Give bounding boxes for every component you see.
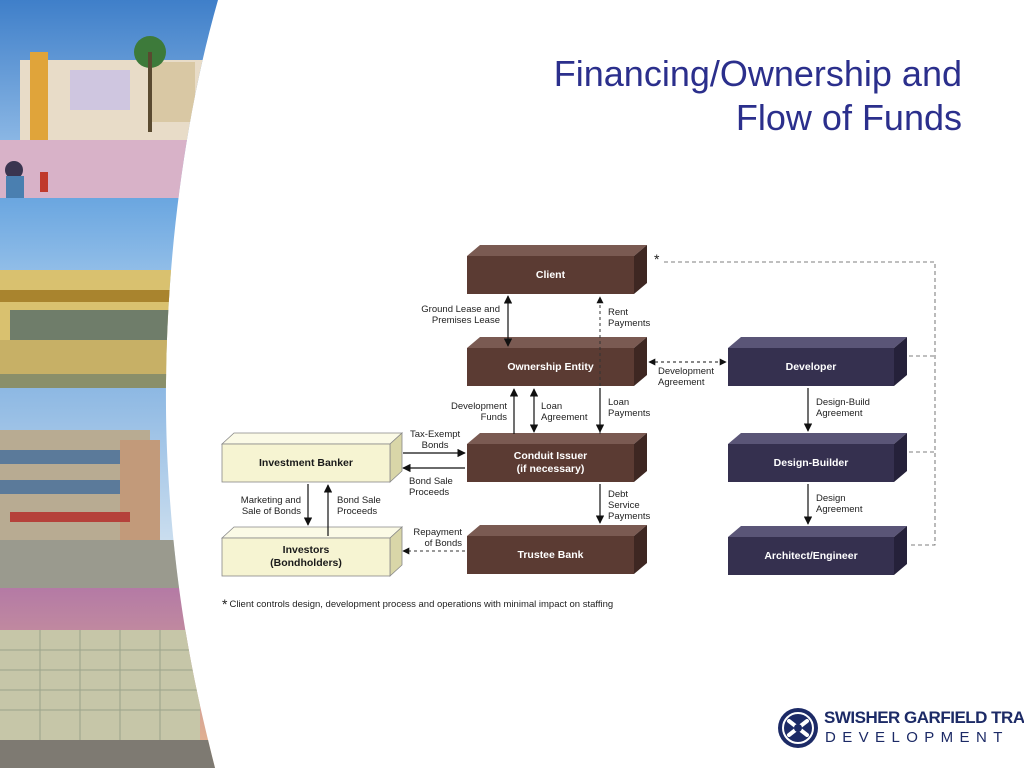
repayment-label: Repayment of Bonds: [400, 527, 462, 549]
logo-name: SWISHER GARFIELD TRAUB: [824, 708, 1024, 727]
slide-title-line-1: Financing/Ownership and: [553, 53, 962, 94]
footnote-text: Client controls design, development proc…: [229, 599, 614, 610]
client-asterisk: *: [654, 251, 660, 267]
marketing-sale-label: Marketing and Sale of Bonds: [222, 495, 301, 517]
building-photo-collage: [0, 0, 240, 768]
debt-service-label-line-2: Service: [608, 500, 640, 511]
architect-engineer-box: Architect/Engineer: [728, 537, 894, 575]
development-agreement-label: Development Agreement: [658, 366, 714, 388]
slide-title: Financing/Ownership and Flow of Funds: [442, 52, 962, 140]
bond-sale-proceeds-right-label-line-1: Bond Sale: [409, 476, 453, 487]
logo-tagline: DEVELOPMENT: [825, 729, 1009, 746]
investment-banker-box: Investment Banker: [222, 444, 390, 482]
conduit-issuer-box: Conduit Issuer (if necessary): [467, 444, 634, 482]
repayment-label-line-2: of Bonds: [424, 538, 463, 549]
bond-sale-proceeds-left-label-line-1: Bond Sale: [337, 495, 381, 506]
investment-banker-label: Investment Banker: [259, 456, 353, 469]
ownership-entity-box: Ownership Entity: [467, 348, 634, 386]
development-funds-label: Development Funds: [436, 401, 507, 423]
bond-sale-proceeds-right-label-line-2: Proceeds: [409, 487, 450, 498]
ground-lease-label: Ground Lease and Premises Lease: [400, 304, 500, 326]
developer-label: Developer: [785, 360, 837, 373]
footnote-asterisk: *: [222, 596, 228, 612]
design-builder-box: Design-Builder: [728, 444, 894, 482]
developer-box: Developer: [728, 348, 894, 386]
loan-agreement-label-line-2: Agreement: [541, 412, 588, 423]
conduit-issuer-label: Conduit Issuer: [513, 450, 588, 462]
marketing-sale-label-line-2: Sale of Bonds: [241, 506, 301, 517]
loan-payments-label: Loan Payments: [608, 397, 650, 419]
tax-exempt-bonds-label-line-2: Bonds: [421, 440, 449, 451]
conduit-issuer-sublabel: (if necessary): [516, 463, 585, 475]
design-build-agreement-label-line-1: Design-Build: [816, 397, 870, 408]
ownership-entity-label: Ownership Entity: [507, 360, 594, 373]
client-box-shape: [467, 245, 647, 294]
company-logo: SWISHER GARFIELD TRAUB DEVELOPMENT: [776, 704, 1024, 752]
client-box: Client: [467, 256, 634, 294]
design-build-agreement-label: Design-Build Agreement: [816, 397, 870, 419]
loan-payments-label-line-2: Payments: [608, 408, 651, 419]
design-agreement-label-line-2: Agreement: [816, 504, 863, 515]
design-builder-label: Design-Builder: [773, 456, 849, 469]
rent-payments-label-line-1: Rent: [608, 307, 629, 318]
design-agreement-label: Design Agreement: [816, 493, 862, 515]
developer-box-shape: [728, 337, 907, 386]
development-funds-label-line-2: Funds: [480, 412, 507, 423]
design-agreement-label-line-1: Design: [816, 493, 846, 504]
investment-banker-box-shape: [220, 432, 404, 483]
debt-service-label-line-1: Debt: [608, 489, 629, 500]
bond-sale-proceeds-right-label: Bond Sale Proceeds: [409, 476, 453, 498]
repayment-label-line-1: Repayment: [413, 527, 462, 538]
trustee-bank-label: Trustee Bank: [517, 548, 584, 561]
trustee-box-shape: [467, 525, 647, 574]
footnote: *Client controls design, development pro…: [222, 596, 613, 612]
tax-exempt-bonds-label: Tax-Exempt Bonds: [410, 429, 460, 451]
conduit-box-shape: [467, 433, 647, 482]
development-agreement-label-line-1: Development: [658, 366, 714, 377]
investors-sublabel: (Bondholders): [270, 557, 342, 569]
ground-lease-label-line-2: Premises Lease: [431, 315, 500, 326]
ground-lease-label-line-1: Ground Lease and: [421, 304, 500, 315]
architect-engineer-label: Architect/Engineer: [764, 549, 858, 562]
bond-sale-proceeds-left-label: Bond Sale Proceeds: [337, 495, 381, 517]
development-agreement-label-line-2: Agreement: [658, 377, 705, 388]
architect-box-shape: [728, 526, 907, 575]
bond-sale-proceeds-left-label-line-2: Proceeds: [337, 506, 378, 517]
tax-exempt-bonds-label-line-1: Tax-Exempt: [410, 429, 461, 440]
slide-title-line-2: Flow of Funds: [735, 97, 962, 138]
loan-agreement-label-line-1: Loan: [541, 401, 563, 412]
marketing-sale-label-line-1: Marketing and: [240, 495, 301, 506]
investors-box: Investors (Bondholders): [222, 538, 390, 576]
trustee-bank-box: Trustee Bank: [467, 536, 634, 574]
investors-label: Investors: [282, 544, 330, 556]
logo-icon: [778, 708, 818, 748]
development-funds-label-line-1: Development: [451, 401, 507, 412]
rent-payments-label: Rent Payments: [608, 307, 650, 329]
client-control-line: [664, 261, 936, 546]
investors-box-shape: [220, 526, 404, 577]
client-label: Client: [535, 268, 566, 281]
design-build-agreement-label-line-2: Agreement: [816, 408, 863, 419]
loan-payments-label-line-1: Loan: [608, 397, 630, 408]
loan-agreement-label: Loan Agreement: [541, 401, 587, 423]
design-builder-box-shape: [728, 433, 907, 482]
debt-service-label: Debt Service Payments: [608, 489, 650, 522]
rent-payments-label-line-2: Payments: [608, 318, 651, 329]
debt-service-label-line-3: Payments: [608, 511, 651, 522]
